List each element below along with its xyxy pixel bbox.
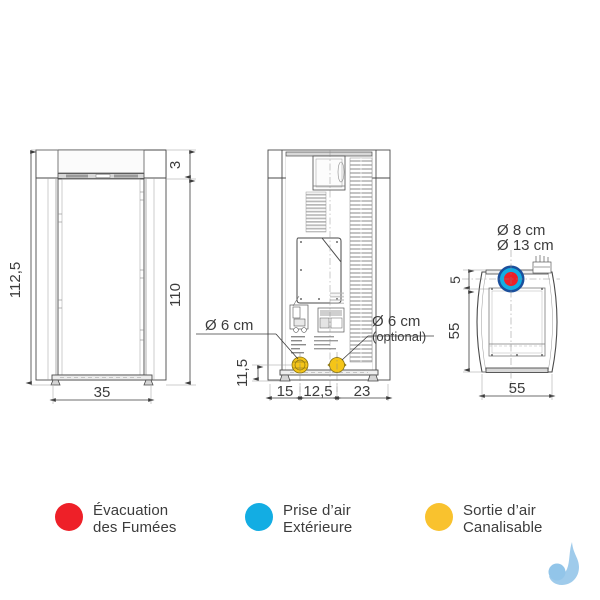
- callout-right-sublabel: (optional): [372, 329, 426, 344]
- dim-outlet-height: 11,5: [234, 359, 292, 387]
- legend-dot-yellow-icon: [425, 503, 453, 531]
- legend-label-ducted-air-line2: Canalisable: [463, 519, 543, 536]
- callout-air-outlet-right: Ø 6 cm (optional): [341, 313, 434, 361]
- dim-top-offset-label: 3: [167, 161, 184, 169]
- dim-mid-offset-label: 12,5: [303, 383, 332, 400]
- view-top: Ø 8 cm Ø 13 cm 5 55 55: [446, 222, 560, 400]
- dim-depth-top-label: 55: [446, 323, 463, 340]
- legend-label-flue-outlet-line1: Évacuation: [93, 502, 169, 519]
- legend-label-air-intake-line2: Extérieure: [283, 519, 353, 536]
- dim-width-top: 55: [478, 374, 556, 400]
- legend: Évacuation des Fumées Prise d’air Extéri…: [0, 488, 600, 554]
- dim-outlet-height-label: 11,5: [234, 359, 251, 387]
- callout-left-label: Ø 6 cm: [205, 317, 253, 334]
- legend-label-flue-outlet-line2: des Fumées: [93, 519, 177, 536]
- dim-left-offset-label: 15: [277, 383, 294, 400]
- legend-label-flue-outlet: Évacuation des Fumées: [93, 501, 177, 536]
- dim-body-height-label: 110: [167, 283, 184, 307]
- callout-air-outlet-left: Ø 6 cm: [196, 317, 299, 360]
- dim-flue-offset-label: 5: [447, 276, 463, 284]
- dim-chain-bottom: 15 12,5 23: [265, 383, 393, 401]
- view-rear-elevation: Ø 6 cm Ø 6 cm (optional) 11,5 15 12,: [196, 149, 434, 401]
- dim-top-offset: 3: [166, 149, 196, 180]
- dim-width-top-label: 55: [509, 380, 526, 397]
- legend-item-ducted-air: Sortie d’air Canalisable: [425, 501, 542, 536]
- legend-dot-blue-icon: [245, 503, 273, 531]
- legend-dot-red-icon: [55, 503, 83, 531]
- legend-label-air-intake: Prise d’air Extérieure: [283, 501, 352, 536]
- callout-right-label: Ø 6 cm: [372, 313, 420, 330]
- dim-right-offset-label: 23: [354, 383, 371, 400]
- legend-item-flue-outlet: Évacuation des Fumées: [55, 501, 177, 536]
- dim-total-height: 112,5: [7, 149, 58, 386]
- callout-flue: Ø 8 cm Ø 13 cm: [497, 222, 554, 254]
- dim-depth: 35: [49, 384, 155, 404]
- legend-label-air-intake-line1: Prise d’air: [283, 502, 351, 519]
- dim-depth-label: 35: [94, 384, 111, 401]
- technical-drawing: 112,5 3 110 35: [7, 149, 560, 404]
- legend-label-ducted-air: Sortie d’air Canalisable: [463, 501, 542, 536]
- view-side-elevation: 112,5 3 110 35: [7, 149, 196, 404]
- dim-body-height: 110: [166, 179, 196, 386]
- legend-item-air-intake: Prise d’air Extérieure: [245, 501, 352, 536]
- brand-flame-logo-icon: [548, 542, 579, 585]
- callout-flue-outer-label: Ø 13 cm: [497, 237, 554, 254]
- dim-depth-top: 55: [446, 290, 486, 373]
- dim-total-height-label: 112,5: [7, 262, 24, 298]
- callout-flue-inner-label: Ø 8 cm: [497, 222, 545, 239]
- dim-flue-offset: 5: [447, 269, 490, 290]
- legend-label-ducted-air-line1: Sortie d’air: [463, 502, 536, 519]
